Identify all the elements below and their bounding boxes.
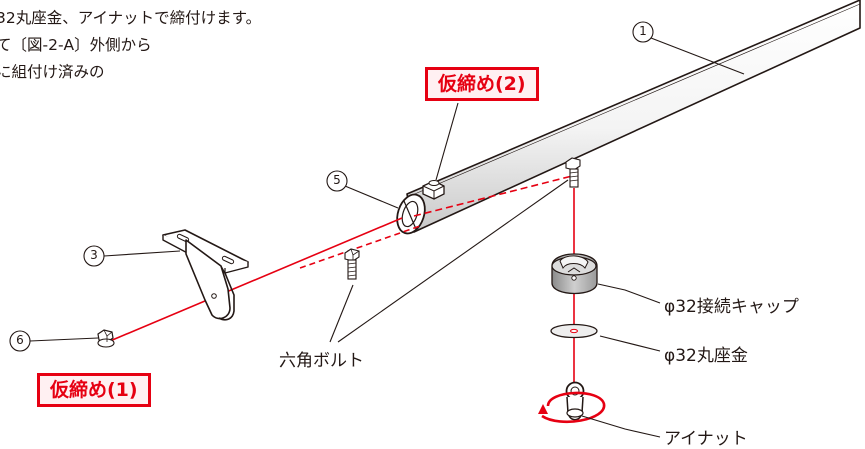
connection-cap — [551, 253, 598, 295]
callout-1 — [632, 21, 745, 75]
callout-3-number: 3 — [90, 248, 98, 262]
hex-bolt-label: 六角ボルト — [279, 351, 364, 371]
callout-5 — [326, 170, 399, 209]
pipe-nut — [422, 180, 445, 200]
callout-5-number: 5 — [333, 173, 341, 187]
cap-leader — [597, 283, 661, 304]
eye-nut — [565, 381, 585, 421]
pipe-1 — [396, 0, 861, 235]
instruction-line-3: に組付け済みの — [0, 63, 105, 81]
washer-label: φ32丸座金 — [664, 346, 748, 366]
nut-leader — [581, 415, 661, 438]
bolt-leader-2 — [337, 179, 569, 343]
eye-nut-label: アイナット — [664, 429, 748, 449]
callout-6 — [9, 330, 99, 352]
washer-leader — [599, 335, 661, 352]
hex-bolt — [344, 248, 360, 280]
rotation-arrowhead — [538, 404, 548, 414]
instruction-line-1: 32丸座金、アイナットで締付けます。 — [0, 9, 262, 27]
instruction-line-2: て〔図-2-A〕外側から — [0, 36, 152, 54]
cap-label: φ32接続キャップ — [664, 297, 799, 317]
bracket-3 — [162, 229, 249, 321]
callout-3 — [83, 245, 181, 267]
temp-fastening-1-tag: 仮締め(1) — [37, 373, 151, 407]
bolt-axis-dashed — [299, 225, 421, 269]
callout-6-number: 6 — [16, 333, 24, 347]
axis-dashed — [413, 175, 573, 217]
bolt-axis — [109, 217, 403, 342]
bolt-leader-1 — [329, 284, 354, 343]
round-washer — [550, 323, 598, 339]
pipe-bolt — [565, 157, 581, 188]
flange-bolt-6 — [97, 329, 115, 348]
callout-1-number: 1 — [639, 24, 647, 38]
temp2-leader — [435, 102, 459, 181]
rotation-arrow — [541, 391, 606, 424]
temp-fastening-2-tag: 仮締め(2) — [425, 67, 539, 101]
